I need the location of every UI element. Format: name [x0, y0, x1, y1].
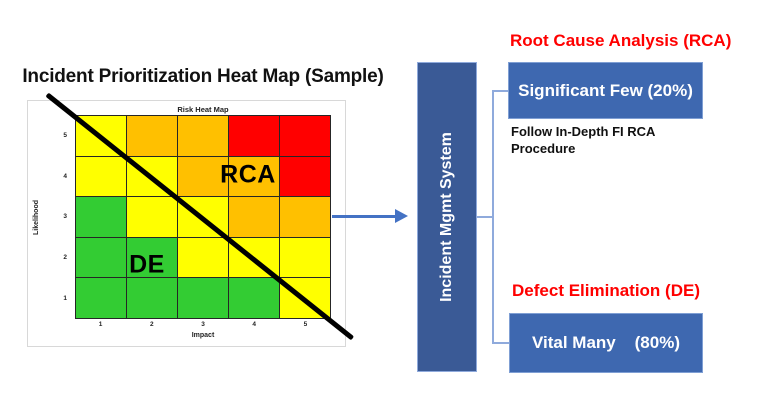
heatmap-cell: [229, 156, 279, 197]
y-tick-label: 4: [63, 172, 67, 180]
de-zone-label: DE: [129, 250, 165, 279]
chart-title: Risk Heat Map: [177, 105, 229, 114]
risk-heatmap-chart: Risk Heat Map Likelihood 5 4 3 2 1 1 2 3 4 5 Imp…: [27, 100, 346, 347]
x-axis-ticks: 1 2 3 4 5: [75, 321, 331, 331]
rca-heading: Root Cause Analysis (RCA): [510, 31, 732, 50]
heatmap-cell: [178, 237, 228, 278]
flow-arrow-shaft: [332, 215, 396, 218]
incident-mgmt-system-bar: Incident Mgmt System: [417, 62, 477, 372]
y-tick-label: 3: [63, 213, 67, 221]
x-tick-label: 5: [303, 321, 308, 328]
heatmap-cell: [280, 156, 330, 197]
heatmap-cell: [280, 116, 330, 156]
heatmap-cell: [229, 197, 279, 237]
heatmap-cell: [127, 197, 177, 237]
flow-arrow-head-icon: [395, 209, 408, 223]
heatmap-cell: [76, 197, 126, 237]
x-axis-label: Impact: [191, 332, 215, 339]
incident-mgmt-system-label: Incident Mgmt System: [438, 132, 455, 302]
heatmap-grid: [75, 115, 331, 319]
y-tick-label: 2: [63, 254, 67, 262]
heatmap-cell: [76, 156, 126, 197]
heatmap-cell: [76, 237, 126, 278]
page-title: Incident Prioritization Heat Map (Sample…: [22, 66, 384, 87]
heatmap-cell: [178, 278, 228, 318]
significant-few-box: Significant Few (20%): [508, 62, 703, 119]
x-tick-label: 4: [252, 321, 257, 328]
y-tick-label: 5: [63, 131, 67, 139]
bracket-connector-bottom: [493, 342, 509, 344]
rca-procedure-note: Follow In-Depth FI RCA Procedure: [511, 124, 655, 156]
de-heading: Defect Elimination (DE): [512, 281, 700, 300]
heatmap-cell: [127, 116, 177, 156]
y-tick-label: 1: [63, 295, 67, 303]
y-axis-ticks: 5 4 3 2 1: [54, 115, 70, 319]
x-tick-label: 2: [149, 321, 154, 328]
heatmap-cell: [229, 278, 279, 318]
x-tick-label: 1: [98, 321, 103, 328]
heatmap-cell: [178, 116, 228, 156]
bracket-connector-middle: [477, 216, 493, 218]
rca-zone-label: RCA: [220, 160, 276, 189]
x-tick-label: 3: [201, 321, 205, 328]
heatmap-cell: [229, 116, 279, 156]
bracket-connector-vertical: [492, 90, 494, 344]
heatmap-cell: [280, 237, 330, 278]
heatmap-cell: [178, 156, 228, 197]
bracket-connector-top: [493, 90, 508, 92]
heatmap-cell: [127, 237, 177, 278]
y-axis-label: Likelihood: [33, 199, 40, 235]
heatmap-cell: [280, 197, 330, 237]
vital-many-box: Vital Many (80%): [509, 313, 703, 373]
heatmap-cell: [76, 278, 126, 318]
heatmap-cell: [127, 278, 177, 318]
